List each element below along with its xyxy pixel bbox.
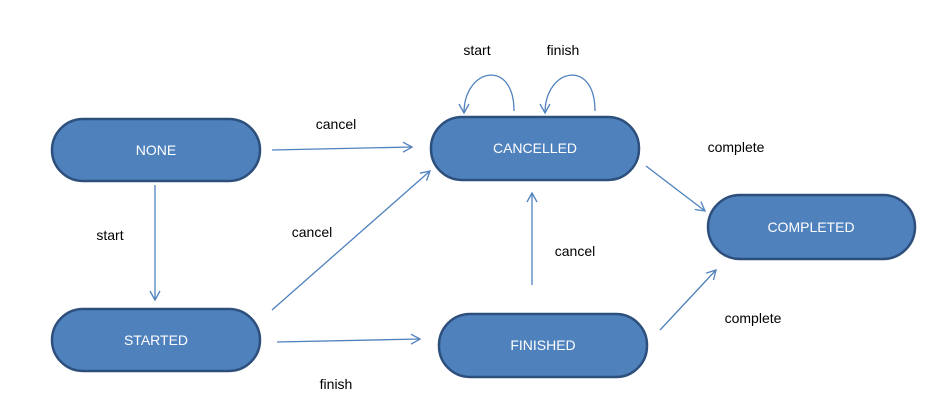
state-cancelled: CANCELLED <box>429 115 641 182</box>
state-completed: COMPLETED <box>706 193 917 261</box>
state-started: STARTED <box>50 307 262 373</box>
label-cancelled-to-completed: complete <box>708 139 765 155</box>
label-cancelled-self-start: start <box>463 42 490 58</box>
label-started-to-finished: finish <box>320 376 353 392</box>
label-cancelled-self-finish: finish <box>547 42 580 58</box>
edge-none-to-cancelled <box>271 141 414 153</box>
label-none-to-started: start <box>96 227 123 243</box>
edge-cancelled-self-start <box>458 74 515 115</box>
state-finished: FINISHED <box>437 312 649 379</box>
state-cancelled-shape <box>429 115 641 182</box>
label-started-to-cancelled: cancel <box>292 224 332 240</box>
state-none-shape <box>50 117 262 183</box>
label-finished-to-cancelled: cancel <box>555 243 595 259</box>
state-started-label: STARTED <box>124 332 188 348</box>
label-none-to-cancelled: cancel <box>316 116 356 132</box>
state-finished-shape <box>437 312 649 379</box>
edge-finished-to-completed <box>659 269 717 331</box>
state-completed-label: COMPLETED <box>767 219 854 235</box>
edge-started-to-finished <box>276 333 422 345</box>
label-finished-to-completed: complete <box>725 310 782 326</box>
edge-labels: start cancel cancel finish cancel comple… <box>96 42 781 392</box>
state-started-shape <box>50 307 262 373</box>
edge-cancelled-to-completed <box>645 165 707 212</box>
edge-cancelled-self-finish <box>539 74 596 115</box>
state-finished-label: FINISHED <box>510 337 575 353</box>
edges <box>149 74 717 345</box>
state-none-label: NONE <box>136 142 176 158</box>
state-none: NONE <box>50 117 262 183</box>
edge-started-to-cancelled <box>271 170 432 311</box>
state-completed-shape <box>706 193 917 261</box>
state-cancelled-label: CANCELLED <box>493 140 577 156</box>
